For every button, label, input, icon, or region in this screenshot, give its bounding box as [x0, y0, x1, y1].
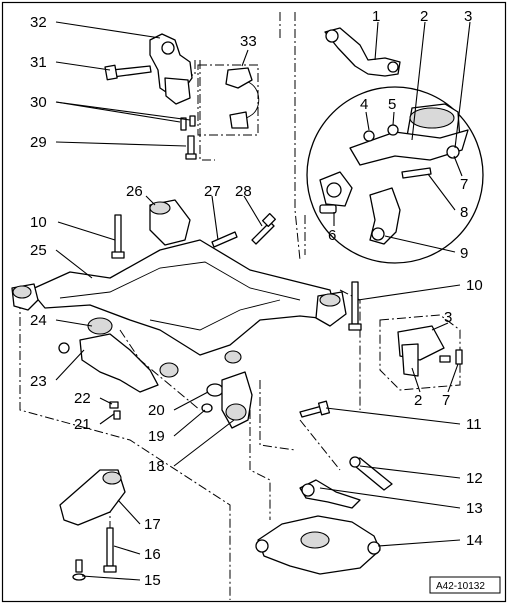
callout-19: 19 [148, 428, 165, 445]
bolt-29 [185, 135, 197, 160]
bolt-11 [299, 400, 331, 418]
bushing-left [11, 283, 39, 311]
trailing-arm-1 [324, 27, 401, 77]
callout-30: 30 [30, 94, 47, 111]
callout-2: 2 [420, 8, 428, 25]
callout-32: 32 [30, 14, 47, 31]
callout-17: 17 [144, 516, 161, 533]
callout-9: 9 [460, 245, 468, 262]
callout-28: 28 [235, 183, 252, 200]
bolt-27 [211, 231, 238, 248]
spacer-20 [201, 383, 224, 413]
callout-29: 29 [30, 134, 47, 151]
bolt-10-right [348, 281, 362, 331]
callout-10-right: 10 [466, 277, 483, 294]
callout-14: 14 [466, 532, 483, 549]
arm-13 [299, 479, 361, 509]
detail-circle [306, 86, 484, 264]
callout-22: 22 [74, 390, 91, 407]
bolt-10-left [111, 214, 125, 259]
subframe-25 [29, 239, 339, 356]
callout-25: 25 [30, 242, 47, 259]
callout-26: 26 [126, 183, 143, 200]
nuts-21-22 [109, 401, 121, 420]
mount-17 [59, 469, 126, 526]
callout-16: 16 [144, 546, 161, 563]
callout-labels: 32 31 30 29 33 1 2 3 4 5 7 8 6 9 10 10 2… [30, 8, 483, 589]
callout-33: 33 [240, 33, 257, 50]
knuckle-18 [221, 350, 253, 429]
callout-3: 3 [464, 8, 472, 25]
callout-6: 6 [328, 227, 336, 244]
callout-3-small: 3 [444, 309, 452, 326]
callout-27: 27 [204, 183, 221, 200]
callout-7-small: 7 [442, 392, 450, 409]
lower-wishbone-14 [255, 515, 381, 575]
callout-12: 12 [466, 470, 483, 487]
callout-13: 13 [466, 500, 483, 517]
callout-31: 31 [30, 54, 47, 71]
leader-lines [55, 21, 471, 581]
callout-15: 15 [144, 572, 161, 589]
callout-24: 24 [30, 312, 47, 329]
lower-arm-23 [58, 333, 159, 393]
assembly-lines [19, 12, 361, 600]
reference-code: A42-10132 [436, 581, 485, 592]
mount-26 [149, 199, 191, 246]
upper-control-arm-32 [149, 33, 193, 105]
bushing-right [315, 291, 347, 327]
callout-11: 11 [466, 416, 482, 433]
bracket-24 [87, 317, 113, 335]
callout-2-small: 2 [414, 392, 422, 409]
washer-15 [72, 559, 86, 581]
bolts-30 [180, 115, 196, 131]
callout-18: 18 [148, 458, 165, 475]
callout-5: 5 [388, 96, 396, 113]
bolt-31 [104, 64, 152, 81]
callout-1: 1 [372, 8, 380, 25]
callout-4: 4 [360, 96, 368, 113]
callout-23: 23 [30, 373, 47, 390]
callout-10-left: 10 [30, 214, 47, 231]
detail-right-small [379, 314, 463, 391]
bolt-16 [103, 527, 117, 573]
bolt-28 [251, 212, 277, 245]
reference-code-box: A42-10132 [429, 576, 501, 594]
bushing-169 [159, 362, 179, 378]
sensor-bracket-33 [197, 64, 260, 136]
callout-8: 8 [460, 204, 468, 221]
callout-20: 20 [148, 402, 165, 419]
callout-21: 21 [74, 416, 91, 433]
callout-7: 7 [460, 176, 468, 193]
link-12 [349, 456, 393, 491]
